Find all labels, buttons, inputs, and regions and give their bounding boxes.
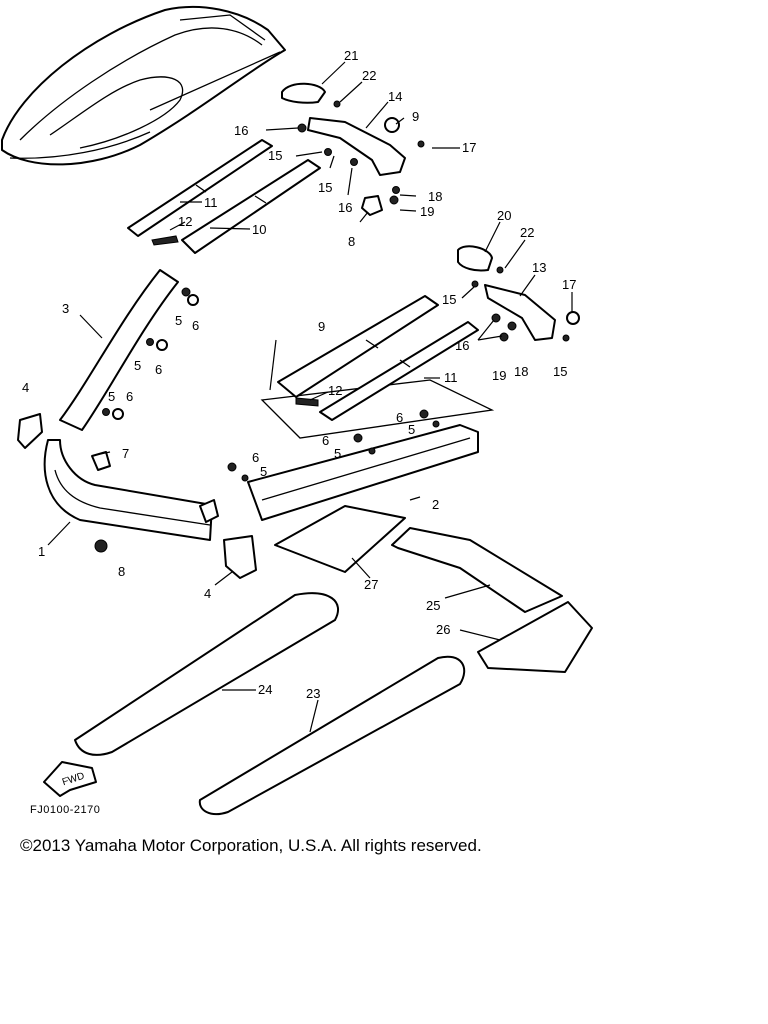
callout-20: 20 xyxy=(497,208,511,223)
upper-mat-strips xyxy=(127,139,321,254)
callout-5: 5 xyxy=(408,422,415,437)
callout-6: 6 xyxy=(252,450,259,465)
callout-6: 6 xyxy=(126,389,133,404)
callout-5: 5 xyxy=(134,358,141,373)
callout-6: 6 xyxy=(396,410,403,425)
callout-12: 12 xyxy=(178,214,192,229)
callout-22: 22 xyxy=(362,68,376,83)
callout-7: 7 xyxy=(122,446,129,461)
callout-4: 4 xyxy=(204,586,211,601)
callout-5: 5 xyxy=(260,464,267,479)
callout-22: 22 xyxy=(520,225,534,240)
callout-8: 8 xyxy=(348,234,355,249)
callout-13: 13 xyxy=(532,260,546,275)
watercraft-hull-illustration xyxy=(1,5,286,166)
callout-21: 21 xyxy=(344,48,358,63)
copyright-notice: ©2013 Yamaha Motor Corporation, U.S.A. A… xyxy=(20,836,482,855)
callout-24: 24 xyxy=(258,682,272,697)
callout-9: 9 xyxy=(318,319,325,334)
callout-26: 26 xyxy=(436,622,450,637)
callout-6: 6 xyxy=(192,318,199,333)
callout-11: 11 xyxy=(444,370,458,385)
callout-16: 16 xyxy=(234,123,248,138)
callout-2: 2 xyxy=(432,497,439,512)
diagram-reference-code: FJ0100-2170 xyxy=(30,804,101,816)
callout-17: 17 xyxy=(562,277,576,292)
callout-11: 11 xyxy=(204,195,218,210)
callout-16: 16 xyxy=(338,200,352,215)
callout-8: 8 xyxy=(118,564,125,579)
callout-4: 4 xyxy=(22,380,29,395)
left-bumper-rails xyxy=(17,269,213,553)
callout-15: 15 xyxy=(318,180,332,195)
callout-10: 10 xyxy=(252,222,266,237)
callout-leader-lines xyxy=(47,61,573,733)
callout-9: 9 xyxy=(412,109,419,124)
callout-15: 15 xyxy=(268,148,282,163)
callout-5: 5 xyxy=(108,389,115,404)
forward-direction-arrow: FWD xyxy=(43,761,97,797)
right-bumper-rail xyxy=(199,409,479,579)
callout-17: 17 xyxy=(462,140,476,155)
callout-19: 19 xyxy=(492,368,506,383)
callout-23: 23 xyxy=(306,686,320,701)
callout-18: 18 xyxy=(514,364,528,379)
callout-15: 15 xyxy=(553,364,567,379)
callout-6: 6 xyxy=(322,433,329,448)
callout-14: 14 xyxy=(388,89,402,104)
callout-18: 18 xyxy=(428,189,442,204)
steering-bracket-assembly xyxy=(281,82,425,216)
exploded-parts-diagram: FWD xyxy=(1,5,593,816)
part-callouts: 21 22 14 9 16 17 15 15 16 18 19 8 11 12 … xyxy=(22,48,576,701)
floor-mats xyxy=(74,505,593,816)
callout-1: 1 xyxy=(38,544,45,559)
callout-5: 5 xyxy=(334,446,341,461)
right-bracket-assembly xyxy=(457,245,580,342)
callout-12: 12 xyxy=(328,383,342,398)
callout-3: 3 xyxy=(62,301,69,316)
callout-25: 25 xyxy=(426,598,440,613)
callout-19: 19 xyxy=(420,204,434,219)
callout-15: 15 xyxy=(442,292,456,307)
callout-6: 6 xyxy=(155,362,162,377)
callout-16: 16 xyxy=(455,338,469,353)
middle-mat-strips xyxy=(260,295,495,439)
callout-27: 27 xyxy=(364,577,378,592)
callout-5: 5 xyxy=(175,313,182,328)
